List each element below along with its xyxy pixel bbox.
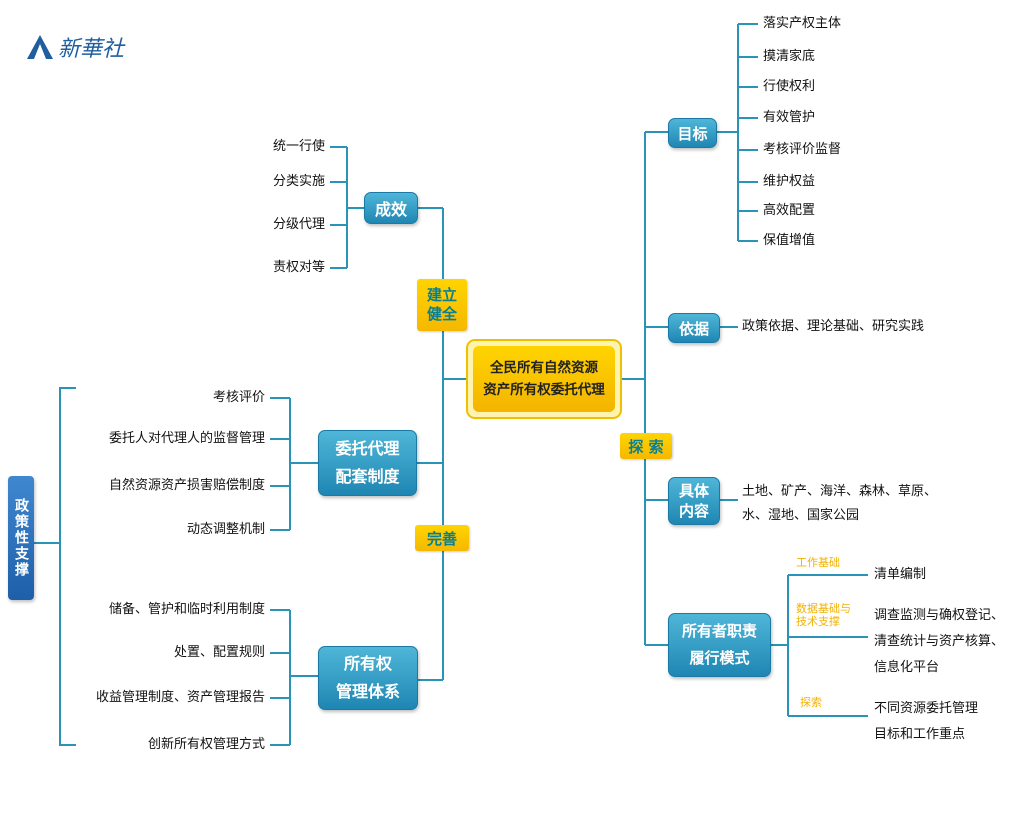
branch-shuju-line-3: 信息化平台	[874, 660, 940, 675]
weituo-item-4: 动态调整机制	[186, 522, 265, 537]
connector-suoyouquan-items	[270, 609, 318, 746]
mubiao-item-1: 落实产权主体	[763, 16, 842, 31]
suoyouquan-item-4: 创新所有权管理方式	[147, 737, 265, 752]
branch-tansuo-line-2: 目标和工作重点	[874, 727, 966, 742]
node-chengxiao: 成效	[364, 192, 418, 224]
yiju-text: 政策依据、理论基础、研究实践	[742, 319, 925, 334]
node-suoyouzhe: 所有者职责 履行模式	[668, 613, 771, 677]
mubiao-item-2: 摸清家底	[763, 49, 816, 64]
mubiao-item-4: 有效管护	[763, 110, 816, 125]
connector-zhengce-bracket	[34, 387, 76, 746]
hub-wanshan: 完善	[415, 525, 469, 551]
branch-shuju-line-2: 清查统计与资产核算、	[874, 634, 1005, 649]
node-juti: 具体 内容	[668, 477, 720, 525]
logo-text: 新華社	[58, 37, 125, 62]
center-line2: 资产所有权委托代理	[483, 382, 605, 398]
branch-label-gongzuo: 工作基础	[796, 556, 840, 569]
branch-label-tansuo: 探索	[800, 696, 822, 709]
mubiao-item-8: 保值增值	[763, 233, 816, 248]
branch-label-shuju: 数据基础与 技术支撑	[796, 602, 851, 628]
center-line1: 全民所有自然资源	[490, 360, 598, 376]
suoyouquan-item-3: 收益管理制度、资产管理报告	[95, 690, 265, 705]
node-mubiao: 目标	[668, 118, 717, 148]
connector-chengxiao-items	[330, 146, 364, 269]
node-zhengce: 政策性支撑	[8, 476, 34, 600]
connector-mubiao-items	[717, 23, 758, 242]
hub-tansuo: 探 索	[620, 433, 672, 459]
mubiao-item-5: 考核评价监督	[763, 142, 842, 157]
chengxiao-item-2: 分类实施	[272, 174, 325, 189]
connector-jianli-chengxiao	[418, 207, 444, 290]
branch-shuju-line-1: 调查监测与确权登记、	[874, 608, 1005, 623]
juti-text-1: 土地、矿产、海洋、森林、草原、	[742, 484, 938, 499]
branch-gongzuo-line-1: 清单编制	[874, 567, 927, 582]
suoyouquan-item-2: 处置、配置规则	[173, 645, 265, 660]
mubiao-item-3: 行使权利	[763, 79, 816, 94]
mountain-logo-icon	[27, 35, 53, 59]
center-node: 全民所有自然资源 资产所有权委托代理	[466, 339, 622, 419]
mubiao-item-6: 维护权益	[763, 174, 816, 189]
node-weituo: 委托代理 配套制度	[318, 430, 417, 496]
weituo-item-3: 自然资源资产损害赔偿制度	[108, 478, 265, 493]
branch-tansuo-line-1: 不同资源委托管理	[874, 701, 979, 716]
hub-jianli: 建立 健全	[417, 279, 467, 331]
mubiao-item-7: 高效配置	[763, 203, 816, 218]
node-yiju: 依据	[668, 313, 720, 343]
chengxiao-item-4: 责权对等	[272, 260, 325, 275]
xinhua-logo: 新華社	[26, 31, 124, 63]
node-suoyouquan: 所有权 管理体系	[318, 646, 418, 710]
connector-weituo-items	[270, 397, 318, 531]
weituo-item-1: 考核评价	[212, 390, 265, 405]
connector-suoyouzhe-branches	[771, 574, 868, 717]
suoyouquan-item-1: 储备、管护和临时利用制度	[108, 602, 265, 617]
juti-text-2: 水、湿地、国家公园	[742, 508, 860, 523]
chengxiao-item-3: 分级代理	[272, 217, 325, 232]
chengxiao-item-1: 统一行使	[272, 139, 325, 154]
weituo-item-2: 委托人对代理人的监督管理	[108, 431, 265, 446]
